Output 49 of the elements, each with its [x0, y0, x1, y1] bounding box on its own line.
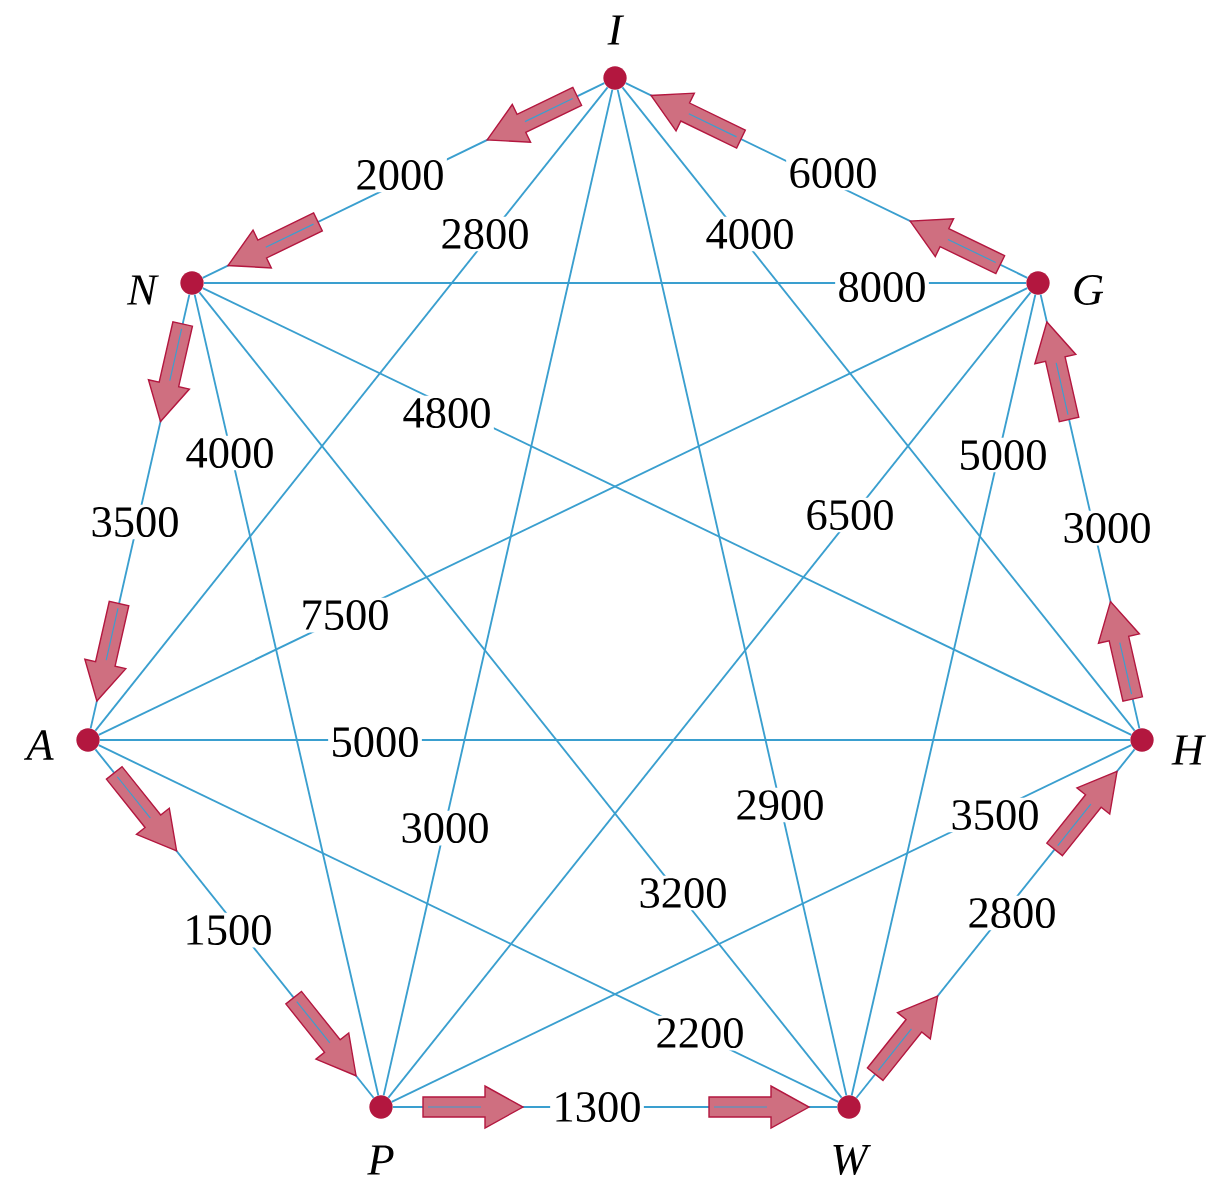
line	[616, 88, 848, 1097]
edge-label: 2900	[733, 787, 827, 823]
edge-label: 1300	[550, 1089, 644, 1125]
line	[387, 291, 1032, 1099]
vertex: N	[126, 271, 204, 305]
line	[382, 88, 614, 1097]
edge-label: 7500	[298, 597, 392, 633]
vertex: P	[367, 1095, 394, 1175]
edge-label: 8000	[835, 269, 929, 305]
vertex: G	[1026, 271, 1104, 305]
node-label: N	[126, 275, 159, 305]
edge-label: 2800	[438, 216, 532, 252]
line	[94, 86, 609, 732]
line	[193, 293, 380, 1097]
edge-label: 6000	[786, 155, 880, 191]
edge-label: 5000	[328, 724, 422, 760]
line	[98, 739, 1132, 741]
line	[201, 287, 1133, 736]
line	[621, 86, 1136, 732]
vertex: H	[1130, 728, 1207, 765]
edge-label: 3500	[88, 504, 182, 540]
edge-label: 4000	[183, 435, 277, 471]
edge-label: 4800	[400, 395, 494, 431]
line	[97, 287, 1029, 736]
edge-label: 4000	[703, 216, 797, 252]
edge-label: 3500	[948, 797, 1042, 833]
edge-label: 5000	[956, 437, 1050, 473]
line	[97, 744, 840, 1103]
vertex: I	[603, 15, 627, 90]
edge-label: 3000	[1060, 510, 1154, 546]
edge-label: 1500	[181, 912, 275, 948]
line	[390, 744, 1133, 1103]
line	[850, 293, 1037, 1097]
vertex: A	[23, 728, 100, 760]
node-label: W	[833, 1145, 871, 1175]
node-label: A	[23, 730, 54, 760]
edge-label: 2200	[653, 1015, 747, 1051]
node-label: P	[367, 1145, 394, 1175]
vertex: W	[833, 1095, 871, 1175]
edge-label: 2800	[965, 895, 1059, 931]
node-label: H	[1171, 735, 1207, 765]
node-label: I	[607, 15, 625, 45]
edge-label: 2000	[353, 157, 447, 193]
edge-label: 3000	[398, 810, 492, 846]
edge-label: 6500	[803, 497, 897, 533]
line	[198, 291, 843, 1099]
node-label: G	[1074, 275, 1104, 305]
edge-label: 3200	[636, 875, 730, 911]
line	[202, 282, 1028, 284]
